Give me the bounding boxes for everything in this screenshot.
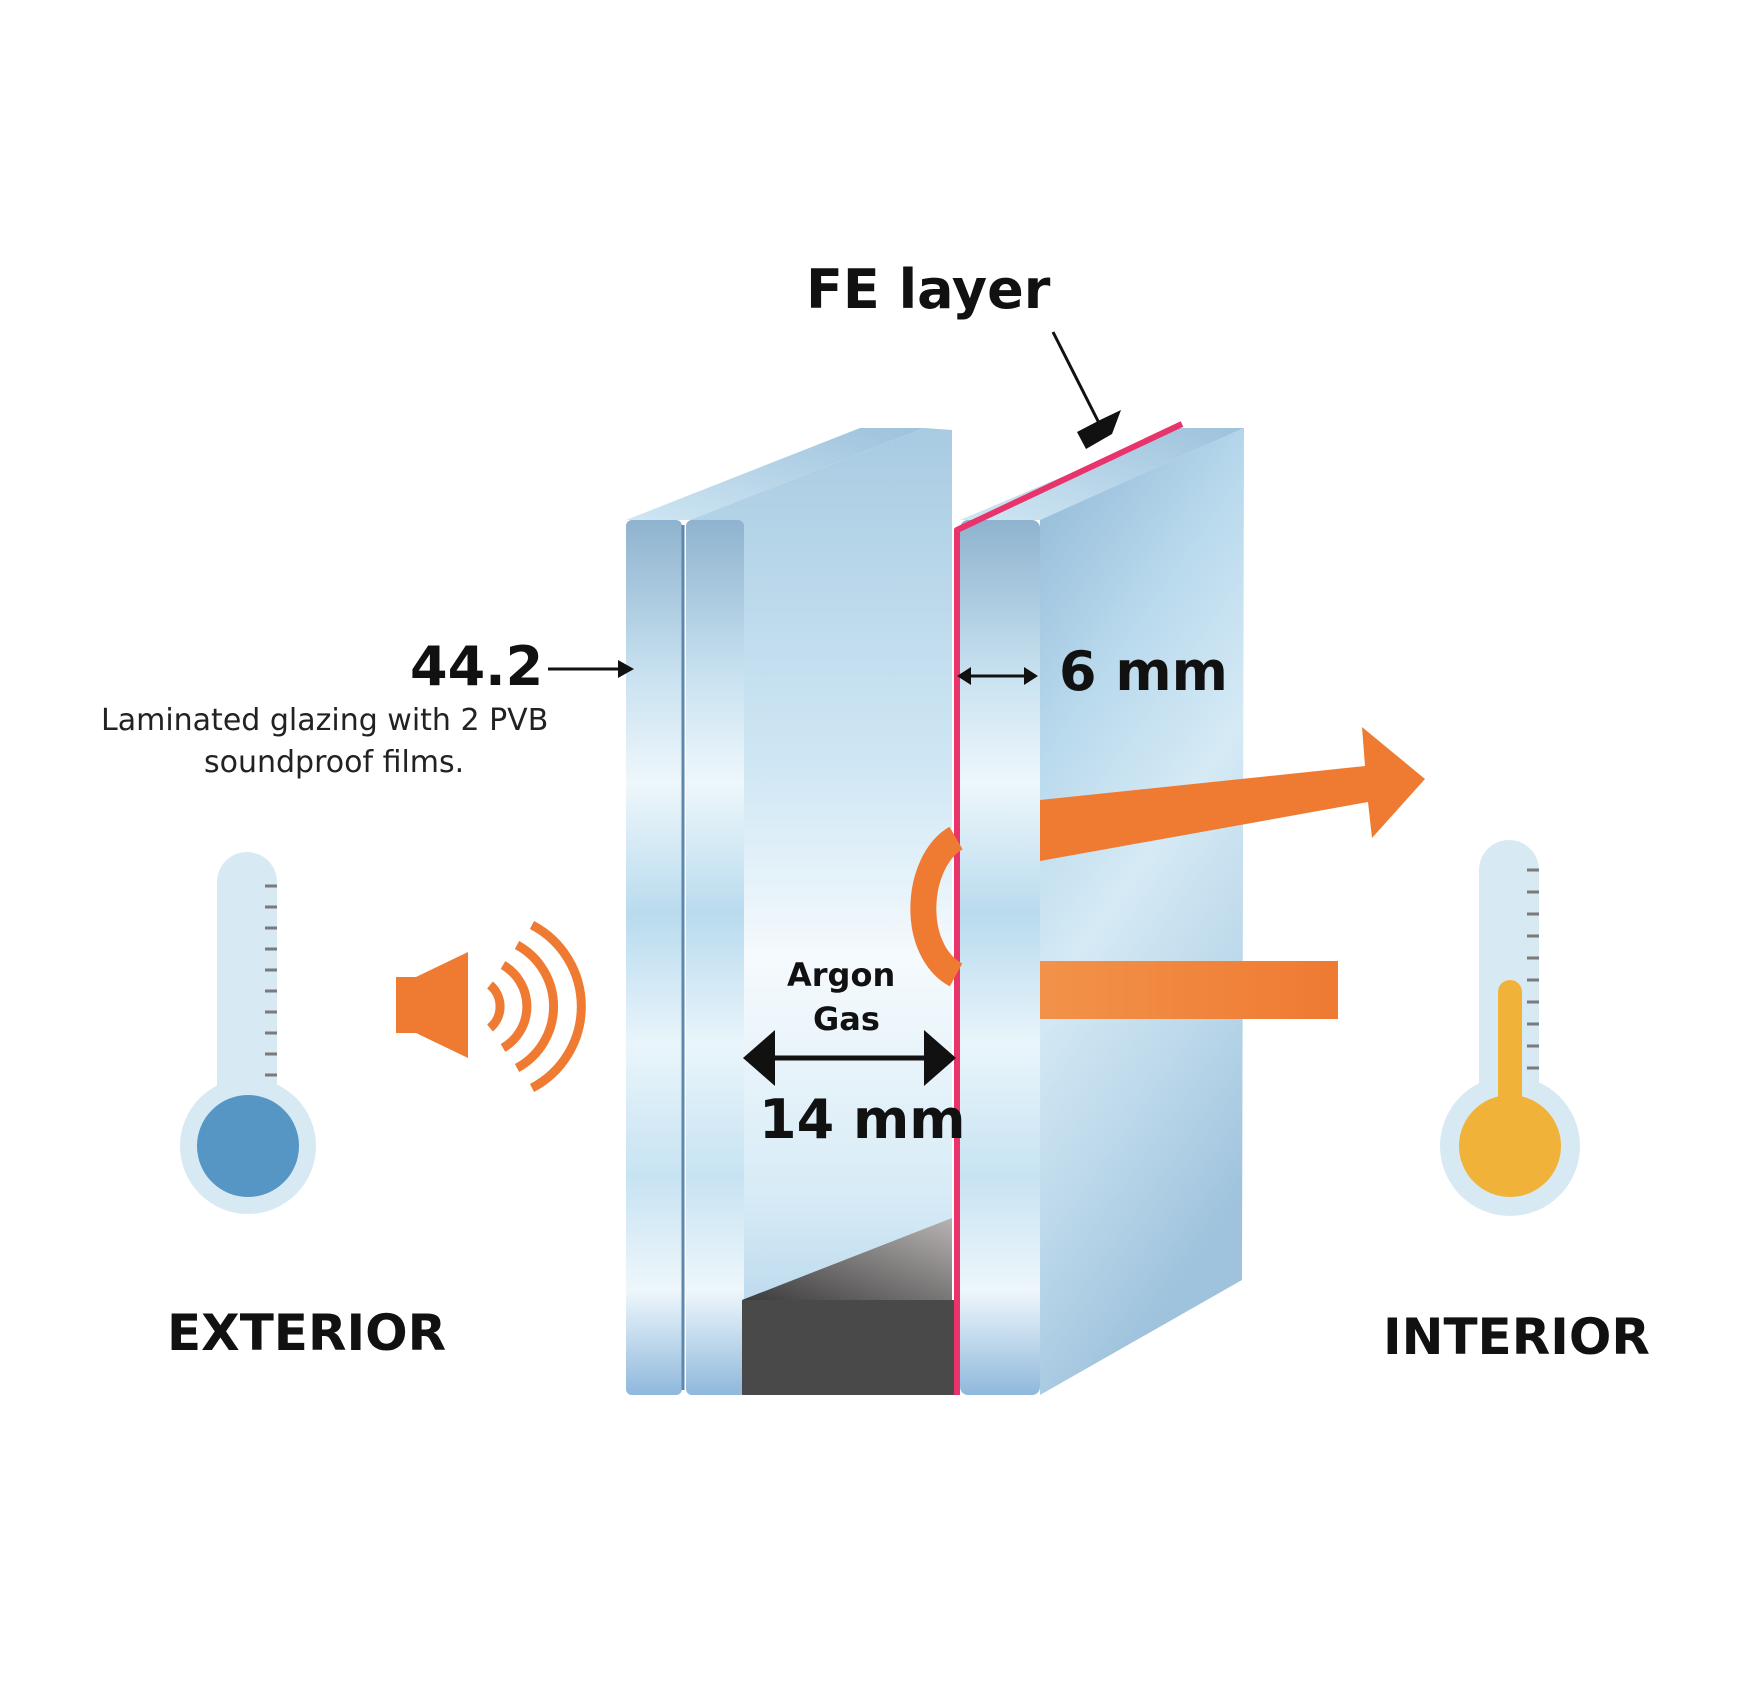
thermometer-warm-icon — [1440, 840, 1580, 1216]
laminate-description-line2: soundproof films. — [204, 745, 465, 780]
pane-thickness-arrow — [957, 667, 1038, 685]
thermometer-cold-icon — [180, 852, 316, 1214]
fe-pointer-line — [1051, 331, 1102, 426]
laminate-description-line1: Laminated glazing with 2 PVB — [101, 703, 549, 738]
laminate-pointer-arrowhead — [618, 660, 634, 678]
argon-gas-label-line2: Gas — [813, 1000, 880, 1038]
fe-pointer-arrowhead — [1077, 410, 1121, 449]
laminate-value-label: 44.2 — [410, 635, 544, 698]
fe-layer-line — [954, 421, 1184, 1395]
speaker-sound-icon — [396, 921, 586, 1092]
inner-pane — [960, 428, 1244, 1395]
argon-gas-label-line1: Argon — [787, 956, 896, 994]
fe-layer-label: FE layer — [806, 258, 1051, 321]
interior-label: INTERIOR — [1383, 1308, 1650, 1366]
pane-thickness-label: 6 mm — [1059, 640, 1228, 703]
heat-reflection-arrow-icon — [910, 727, 1425, 1019]
gap-width-arrow — [743, 1030, 956, 1086]
laminated-pane — [626, 428, 952, 1395]
gap-width-label: 14 mm — [759, 1088, 966, 1151]
spacer-bar — [742, 1218, 954, 1395]
exterior-label: EXTERIOR — [167, 1304, 447, 1362]
